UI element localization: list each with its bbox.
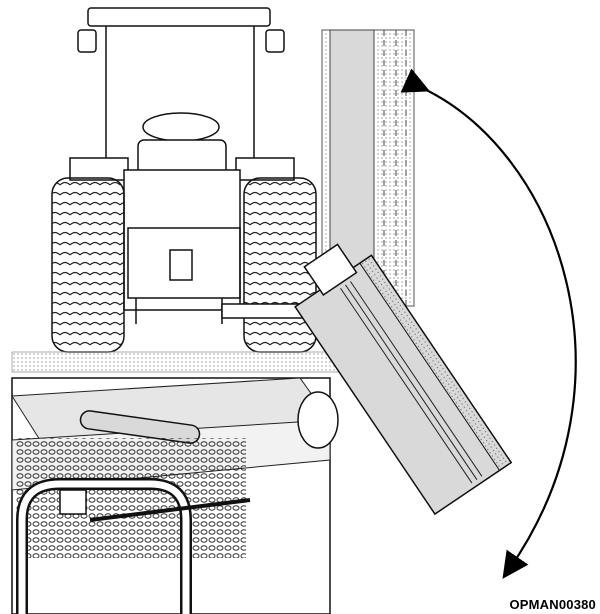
right-light	[265, 29, 285, 53]
rotation-arrow	[400, 68, 577, 579]
hitch-frame	[127, 227, 241, 299]
detail-inset	[11, 377, 339, 614]
left-light	[77, 29, 97, 53]
tractor-rear-view	[51, 7, 333, 353]
discharge-tube	[297, 391, 339, 449]
hydraulic-cylinder	[79, 410, 201, 444]
steering-wheel	[142, 112, 220, 142]
right-rear-tire	[243, 177, 317, 353]
left-rear-tire	[51, 177, 125, 353]
ground-surface	[11, 351, 353, 373]
figure-id-label: OPMAN00380	[509, 597, 596, 612]
safety-chains	[16, 438, 246, 558]
